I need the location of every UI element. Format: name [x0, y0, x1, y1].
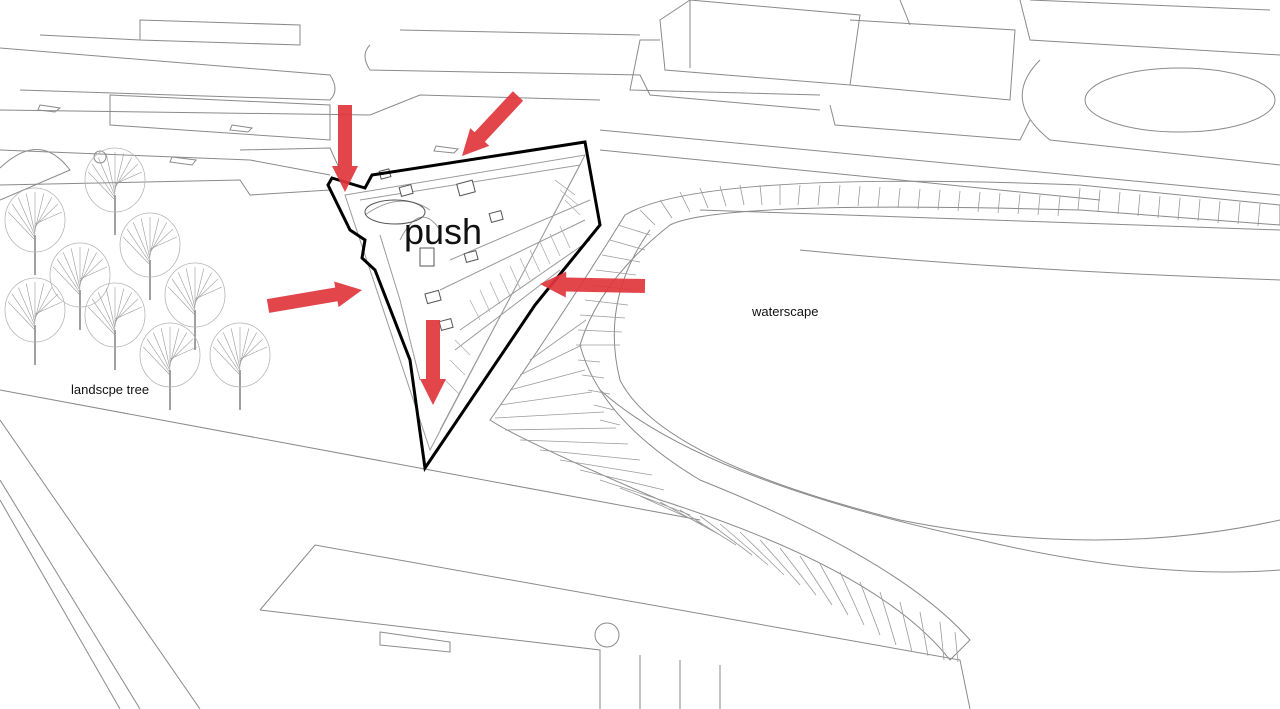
road-edge	[0, 47, 336, 101]
road-edge	[39, 34, 141, 41]
road-edge	[0, 149, 71, 201]
road-edge	[599, 129, 1280, 196]
road-edge	[1029, 0, 1271, 11]
building-block	[849, 19, 1016, 101]
tree-icon	[139, 322, 201, 410]
building-block	[259, 609, 601, 709]
water-edge	[699, 209, 1280, 231]
road-edge	[229, 124, 254, 133]
building-roof-lines	[344, 154, 591, 452]
water-edge	[799, 249, 1280, 281]
road-edge	[0, 389, 701, 521]
courtyard	[364, 199, 426, 225]
push-arrow-icon	[462, 91, 524, 156]
water-edge	[613, 229, 1280, 541]
tree-icon	[84, 282, 146, 370]
tree-group	[4, 147, 271, 410]
building-block	[379, 631, 451, 653]
tree-icon	[4, 277, 66, 365]
road-edge	[0, 149, 331, 176]
road-edge	[629, 39, 821, 96]
oval-pond	[1084, 67, 1276, 133]
road-edge	[169, 156, 197, 166]
push-arrow-icon	[420, 320, 446, 405]
tree-icon	[164, 262, 226, 350]
road-edge	[0, 419, 201, 709]
building-outline	[326, 140, 602, 473]
road-edge	[0, 479, 141, 709]
road-edge	[1021, 59, 1280, 166]
road-edge	[599, 149, 1101, 201]
road-edge	[37, 104, 62, 113]
road-edge	[899, 0, 911, 26]
road-edge	[239, 147, 341, 171]
tree-icon	[84, 147, 146, 235]
push-arrow-icon	[540, 271, 646, 298]
road-edge	[109, 94, 331, 141]
push-arrow-icon	[332, 105, 358, 192]
landscape-tree-label: landscpe tree	[71, 382, 150, 397]
road-edge	[0, 499, 121, 709]
road-edge	[433, 145, 460, 154]
road-edge	[829, 104, 1031, 141]
road-edge	[639, 655, 721, 709]
tree-icon	[4, 187, 66, 275]
tree-icon	[209, 322, 271, 410]
push-arrow-icon	[266, 281, 362, 313]
road-edge	[0, 179, 331, 196]
tree-icon	[49, 242, 111, 330]
site-marker	[594, 622, 620, 648]
water-edge	[599, 389, 1280, 573]
road-edge	[364, 44, 821, 111]
building-block	[659, 0, 861, 86]
road-edge	[1019, 0, 1280, 56]
waterscape-label: waterscape	[752, 304, 819, 319]
boardwalk-band	[489, 180, 1280, 663]
road-edge	[139, 19, 301, 46]
push-label: push	[404, 211, 483, 252]
tree-icon	[119, 212, 181, 300]
push-arrows	[266, 91, 646, 405]
facade-glazing	[444, 179, 581, 396]
building-block	[259, 544, 971, 709]
triangular-building	[326, 140, 602, 473]
road-edge	[399, 29, 641, 36]
